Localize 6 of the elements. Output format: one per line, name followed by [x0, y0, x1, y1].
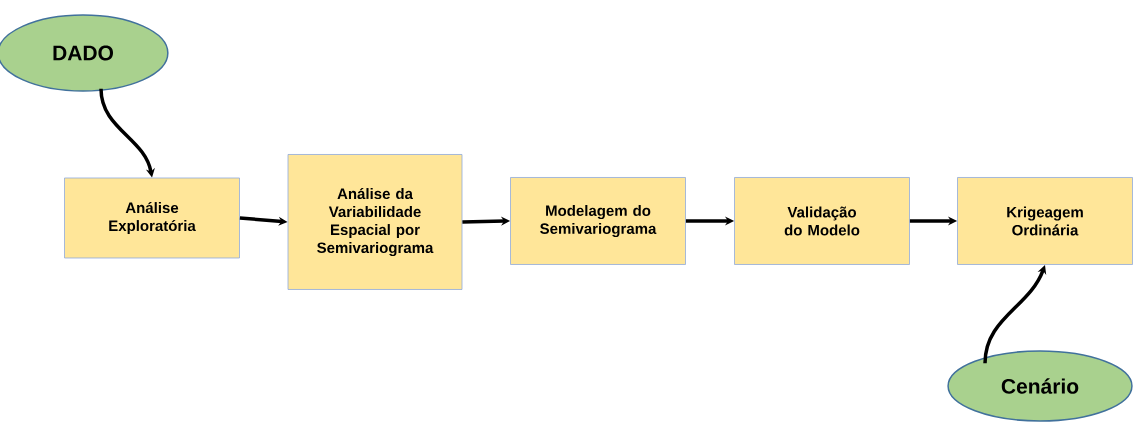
process-box: Modelagem do Semivariograma	[510, 177, 686, 265]
ellipse-node: Cenário	[947, 350, 1133, 422]
process-box: Krigeagem Ordinária	[957, 177, 1133, 265]
process-box: Análise da Variabilidade Espacial por Semivariograma	[287, 154, 463, 290]
process-box: Validação do Modelo	[734, 177, 910, 265]
process-box: Análise Exploratória	[64, 177, 240, 259]
